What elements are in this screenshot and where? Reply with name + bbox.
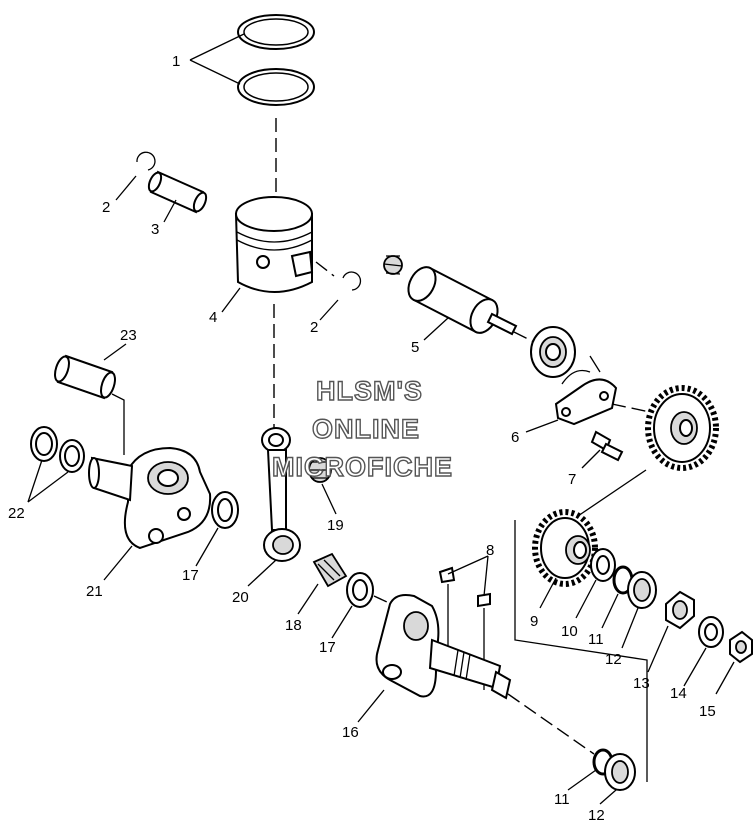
right-crank-axis — [507, 693, 595, 755]
circlip-left[interactable] — [136, 151, 156, 171]
callout-18: 18 — [285, 617, 302, 634]
callout-16: 16 — [342, 724, 359, 741]
callout-2-right: 2 — [310, 319, 318, 336]
callout-23: 23 — [120, 327, 137, 344]
callout-22: 22 — [8, 505, 25, 522]
needle-bearing-small-end[interactable] — [308, 457, 332, 483]
woodruff-key-upper[interactable] — [438, 566, 456, 584]
gear-leader-line — [574, 469, 647, 519]
needle-bearing-big-end[interactable] — [312, 552, 348, 588]
crankshaft-left-half[interactable] — [88, 446, 212, 550]
callout-labels: 1 2 3 4 2 5 6 7 8 9 10 11 12 13 14 15 16… — [8, 53, 716, 824]
piston-ring-top[interactable] — [237, 14, 315, 50]
callout-19: 19 — [327, 517, 344, 534]
callout-12-lower: 12 — [588, 807, 605, 824]
callout-4: 4 — [209, 309, 217, 326]
oil-seal-inner[interactable] — [59, 439, 85, 473]
bolt[interactable] — [590, 430, 624, 462]
callout-8: 8 — [486, 542, 494, 559]
crankshaft-right-half[interactable] — [375, 594, 512, 700]
nut-15[interactable] — [729, 630, 753, 664]
crank-pin[interactable] — [52, 354, 117, 400]
washer-14[interactable] — [698, 616, 724, 648]
callout-1: 1 — [172, 53, 180, 70]
piston-pin[interactable] — [146, 170, 208, 214]
connecting-rod[interactable] — [261, 427, 301, 562]
lock-nut-13[interactable] — [665, 590, 695, 630]
watermark-line-2: ONLINE — [312, 414, 420, 444]
callout-3: 3 — [151, 221, 159, 238]
callout-12-upper: 12 — [605, 651, 622, 668]
bracket[interactable] — [554, 355, 618, 426]
callout-13: 13 — [633, 675, 650, 692]
washer-10[interactable] — [590, 548, 616, 582]
watermark: HLSM'S ONLINE MICROFICHE — [271, 375, 453, 482]
callout-11-lower: 11 — [554, 791, 570, 808]
starter-motor[interactable] — [383, 255, 518, 338]
drive-gear[interactable] — [532, 509, 598, 587]
callout-9: 9 — [530, 613, 538, 630]
callout-6: 6 — [511, 429, 519, 446]
callout-2-left: 2 — [102, 199, 110, 216]
callout-7: 7 — [568, 471, 576, 488]
large-gear[interactable] — [645, 385, 719, 471]
callout-14: 14 — [670, 685, 687, 702]
bracket-gear-axis — [611, 403, 651, 413]
oil-seal-outer[interactable] — [30, 426, 58, 462]
callout-17-right: 17 — [319, 639, 336, 656]
piston-ring-bottom[interactable] — [237, 68, 315, 106]
thrust-washer-left[interactable] — [211, 491, 239, 529]
watermark-line-3: MICROFICHE — [272, 452, 453, 482]
thrust-washer-right[interactable] — [346, 572, 374, 608]
starter-pinion-gear — [383, 255, 403, 275]
watermark-line-1: HLSM'S — [316, 376, 423, 406]
circlip-right[interactable] — [342, 271, 362, 291]
woodruff-key-lower[interactable] — [477, 592, 491, 608]
callout-11-upper: 11 — [588, 631, 604, 648]
callout-20: 20 — [232, 589, 249, 606]
callout-10: 10 — [561, 623, 578, 640]
callout-15: 15 — [699, 703, 716, 720]
callout-5: 5 — [411, 339, 419, 356]
starter-bearing[interactable] — [530, 326, 576, 378]
piston[interactable] — [234, 196, 335, 293]
crank-pin-leader — [111, 393, 125, 455]
leader-lines — [27, 33, 735, 805]
spacer-12-lower[interactable] — [604, 753, 636, 791]
group-bracket-line — [514, 520, 648, 782]
callout-17-left: 17 — [182, 567, 199, 584]
spacer-12-upper[interactable] — [627, 571, 657, 609]
callout-21: 21 — [86, 583, 103, 600]
